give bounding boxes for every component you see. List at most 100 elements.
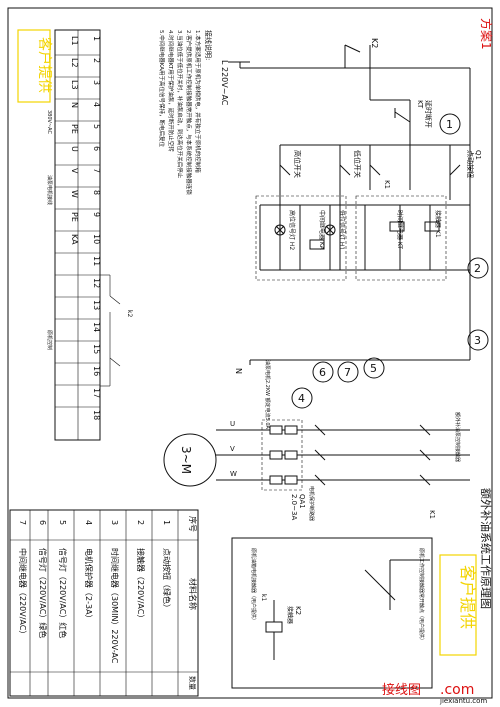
motor-symbol: 3~M <box>163 429 245 487</box>
svg-text:6: 6 <box>319 366 326 379</box>
terminal-number: 1 <box>92 36 101 41</box>
svg-text:1: 1 <box>446 118 453 131</box>
orig-box-desc: 原机工作控制接触器常开触点（用户提供） <box>418 548 425 643</box>
low-switch-label: 低位开关 <box>353 150 362 178</box>
callout-4 <box>291 387 313 409</box>
callout-2 <box>467 257 489 279</box>
terminal-motor-note: 油泵电机接线 <box>46 175 53 205</box>
svg-text:4: 4 <box>298 392 305 405</box>
materials-row-name: 电机保护器（2-3A） <box>84 548 94 623</box>
motor-u: U <box>230 420 235 428</box>
svg-text:接线图: 接线图 <box>382 682 421 698</box>
high-switch-label: 高位开关 <box>293 150 302 178</box>
terminal-number: 6 <box>92 146 101 151</box>
watermark: 接线图 .com jiexiantu.com <box>382 682 487 705</box>
customer-provided-bottom: 客户提供 <box>439 554 477 656</box>
materials-row-no: 6 <box>38 520 47 525</box>
control-circuit <box>228 44 471 365</box>
neutral-label: N <box>234 368 243 374</box>
terminal-name: W <box>70 190 79 198</box>
svg-text:2: 2 <box>474 262 481 275</box>
k2-coil <box>265 621 283 633</box>
materials-row-name: 信号灯（220V/AC）绿色 <box>38 548 48 638</box>
q1-label: Q1 <box>474 150 482 160</box>
kt-desc: 延时断开 <box>424 100 433 128</box>
materials-table: 序号材料名称数量1点动按钮（绿色）2接触器（220V/AC）3时间继电器（30M… <box>9 509 199 697</box>
callout-circles: 1 2 3 4 5 6 7 <box>291 113 489 409</box>
svg-text:3~M: 3~M <box>179 446 193 474</box>
main-contactor-desc: 额外补油泵控制接触器 <box>454 412 461 462</box>
k2-top-label: K2 <box>370 38 379 48</box>
terminal-number: 5 <box>92 124 101 129</box>
materials-header-no: 序号 <box>188 516 198 532</box>
terminal-bottom-note: 原机控制 <box>46 330 53 350</box>
h2-label: 高位信号灯 H2 <box>288 210 296 250</box>
k2-terminal-contact <box>100 274 121 387</box>
terminal-number: 3 <box>92 80 101 85</box>
svg-text:jiexiantu.com: jiexiantu.com <box>439 697 487 705</box>
note-line: 2.客户提供原机工作控制接触器常开触点，与本系统控制接触器连锁 <box>185 30 193 195</box>
terminal-number: 14 <box>92 322 101 332</box>
lamp-h2 <box>274 224 286 236</box>
materials-header-name: 材料名称 <box>188 578 198 610</box>
q1-desc: 点动按钮 <box>466 150 475 178</box>
note-line: 3.当油位低于低位开关时，补油泵启动，到达高位开关后停止 <box>176 30 184 179</box>
terminal-number: 13 <box>92 300 101 310</box>
kt-relay-label: 时间继电器 KT <box>396 210 404 249</box>
materials-row-name: 信号灯（220V/AC）红色 <box>58 548 68 638</box>
k2-bottom-label: K2 <box>294 606 302 615</box>
customer-provided-top: 客户提供 <box>17 29 53 103</box>
coil-kt <box>389 221 405 232</box>
terminal-number: 11 <box>92 256 101 266</box>
k1-contact-label: K1 <box>383 180 391 189</box>
terminal-k2-label: k2 <box>126 310 133 317</box>
materials-row-no: 7 <box>18 520 27 525</box>
terminal-name: L1 <box>70 36 79 46</box>
callout-1 <box>439 113 461 135</box>
k1-coil-label: 接触器 K1 <box>434 210 442 238</box>
kt-label: KT <box>416 100 424 109</box>
coil-ka <box>309 239 325 250</box>
terminal-number: 15 <box>92 344 101 354</box>
terminal-number: 16 <box>92 366 101 376</box>
qa1-label: QA1 <box>298 494 306 509</box>
terminal-voltage-note: 380V~AC <box>46 110 52 134</box>
svg-text:.com: .com <box>440 682 474 698</box>
qa1-range: 2.0~3A <box>290 494 298 520</box>
svg-text:5: 5 <box>370 362 377 375</box>
page-frame <box>7 7 493 699</box>
power-label: L 220V~AC <box>220 60 229 106</box>
materials-row-name: 点动按钮（绿色） <box>162 548 172 612</box>
materials-row-name: 时间继电器（30MIN）220V-AC <box>110 548 120 664</box>
qa1-desc: 电机保护断路器 <box>308 486 315 521</box>
motor-w: W <box>230 470 237 478</box>
materials-row-no: 2 <box>136 520 145 525</box>
terminal-name: U <box>70 146 79 152</box>
notes-title: 接线说明: <box>204 30 213 60</box>
k1-small-label: k1 <box>260 594 267 601</box>
materials-row-name: 中间继电器（220V/AC） <box>18 548 28 638</box>
materials-row-no: 5 <box>58 520 67 525</box>
callout-3 <box>467 329 489 351</box>
materials-table-grid <box>10 510 198 696</box>
motor-circuit <box>245 419 470 491</box>
terminal-number: 2 <box>92 58 101 63</box>
note-line: 5.中间继电器KA用于高位信号保持，断电后复位 <box>158 30 166 148</box>
terminal-number: 4 <box>92 102 101 107</box>
materials-row-no: 4 <box>84 520 93 525</box>
terminal-name: PE <box>70 124 79 134</box>
materials-row-name: 接触器（220V/AC） <box>136 548 146 622</box>
note-line: 1.本方案适用于原机为单相供电，并有独立于原机的控制箱 <box>194 30 202 173</box>
callout-6 <box>312 361 334 383</box>
callout-7 <box>337 361 359 383</box>
svg-text:7: 7 <box>344 366 351 379</box>
orig-coil-desc: 原机油箱电机接触器（用户提供） <box>250 548 257 623</box>
terminal-number: 10 <box>92 234 101 244</box>
note-line: 4.时间继电器KT用于保护油泵，延时断开防止空转 <box>167 30 175 152</box>
terminal-dividers <box>55 30 100 440</box>
materials-row-no: 3 <box>110 520 119 525</box>
terminal-number: 8 <box>92 190 101 195</box>
lamp-h1 <box>324 224 336 236</box>
